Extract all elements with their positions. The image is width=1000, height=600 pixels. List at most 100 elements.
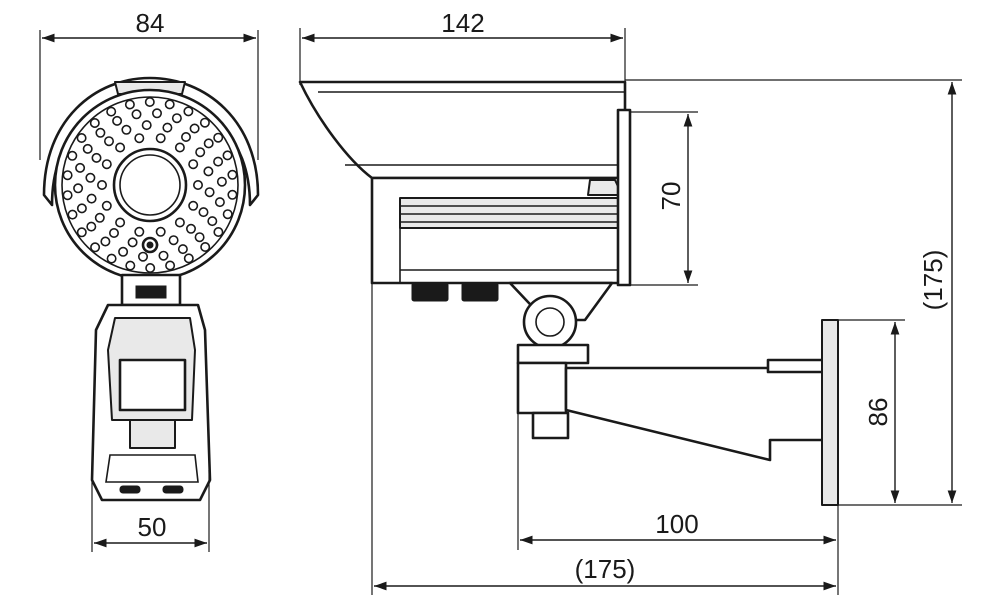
total-height-label: (175) xyxy=(918,250,948,311)
front-bracket-slot-right xyxy=(162,485,184,494)
front-neck-joint xyxy=(135,285,167,299)
ir-led xyxy=(177,244,188,255)
side-arm-top-lip xyxy=(766,358,825,374)
ir-led xyxy=(227,189,238,200)
ir-led xyxy=(91,152,102,163)
side-height-label: 70 xyxy=(656,182,686,211)
side-view: 142 70 xyxy=(298,8,962,595)
ir-led xyxy=(118,246,129,257)
ir-led xyxy=(174,217,185,228)
ir-led xyxy=(216,176,227,187)
ir-led xyxy=(62,170,73,181)
ir-led xyxy=(174,142,185,153)
ir-led xyxy=(227,169,238,180)
ir-led xyxy=(90,242,101,253)
front-lens-inner xyxy=(119,154,181,216)
ir-led xyxy=(112,115,123,126)
front-width-label: 84 xyxy=(136,8,165,38)
front-housing-inner-ring xyxy=(61,96,239,274)
bracket-depth-label: 100 xyxy=(655,509,698,539)
ir-led xyxy=(193,180,204,191)
ir-led xyxy=(158,250,169,261)
side-wall-plate xyxy=(821,319,839,506)
total-depth-label: (175) xyxy=(575,554,636,584)
side-housing xyxy=(370,176,627,285)
ir-led xyxy=(207,216,218,227)
ir-led xyxy=(164,99,175,110)
ir-led xyxy=(101,200,112,211)
ir-led xyxy=(162,122,173,133)
ir-led xyxy=(168,235,179,246)
ir-led xyxy=(204,187,215,198)
ir-led xyxy=(144,97,155,108)
ir-led xyxy=(75,162,86,173)
ir-led xyxy=(198,207,209,218)
ir-led xyxy=(181,132,192,143)
ir-led xyxy=(152,108,163,119)
ir-led xyxy=(189,123,200,134)
ir-led xyxy=(155,226,166,237)
ir-led xyxy=(106,106,117,117)
ir-led xyxy=(213,156,224,167)
ir-led xyxy=(183,106,194,117)
ir-led xyxy=(222,150,233,161)
front-light-sensor-dot xyxy=(146,241,154,249)
ir-led xyxy=(106,253,117,264)
ir-led xyxy=(76,227,87,238)
side-housing-band xyxy=(399,197,626,229)
ir-led xyxy=(94,212,105,223)
front-bracket-knuckle xyxy=(129,419,176,449)
ir-led xyxy=(155,133,166,144)
ir-led xyxy=(76,203,87,214)
ir-led-array xyxy=(62,97,238,273)
ir-led xyxy=(171,113,182,124)
ir-led xyxy=(194,232,205,243)
ir-led xyxy=(86,221,97,232)
side-sunshield xyxy=(298,80,627,180)
ir-led xyxy=(213,132,224,143)
ir-led xyxy=(86,193,97,204)
ir-led xyxy=(145,262,156,273)
ir-led xyxy=(213,227,224,238)
front-bracket-base-plate xyxy=(105,454,199,483)
ir-led xyxy=(214,197,225,208)
ir-led xyxy=(188,200,199,211)
ir-led xyxy=(127,237,138,248)
front-bracket-slot-left xyxy=(119,485,141,494)
ir-led xyxy=(203,166,214,177)
front-view: 84 50 xyxy=(39,8,260,552)
ir-led xyxy=(131,109,142,120)
front-bracket-clamp xyxy=(118,358,187,412)
ir-led xyxy=(199,117,210,128)
side-arm-foot xyxy=(531,411,570,440)
ir-led xyxy=(95,127,106,138)
front-lens xyxy=(112,147,188,223)
ir-led xyxy=(100,236,111,247)
ir-led xyxy=(186,223,197,234)
side-cable-gland-1 xyxy=(411,282,449,302)
ir-led xyxy=(85,172,96,183)
side-pivot-knob-inner xyxy=(535,307,565,337)
ir-led xyxy=(222,209,233,220)
ir-led xyxy=(195,147,206,158)
ir-led xyxy=(115,217,126,228)
side-length-label: 142 xyxy=(441,8,484,38)
ir-led xyxy=(62,190,73,201)
ir-led xyxy=(73,183,84,194)
side-rear-cap xyxy=(616,108,632,287)
ir-led xyxy=(200,242,211,253)
ir-led xyxy=(97,180,108,191)
ir-led xyxy=(67,150,78,161)
ir-led xyxy=(141,120,152,131)
ir-led xyxy=(188,159,199,170)
side-pivot-collar xyxy=(516,343,590,365)
side-cable-gland-2 xyxy=(461,282,499,302)
ir-led xyxy=(124,99,135,110)
ir-led xyxy=(121,124,132,135)
ir-led xyxy=(125,260,136,271)
front-bracket-width-label: 50 xyxy=(138,512,167,542)
side-bracket-arm xyxy=(564,366,825,462)
ir-led xyxy=(165,260,176,271)
bracket-height-label: 86 xyxy=(863,398,893,427)
side-pivot-knob xyxy=(522,294,578,350)
